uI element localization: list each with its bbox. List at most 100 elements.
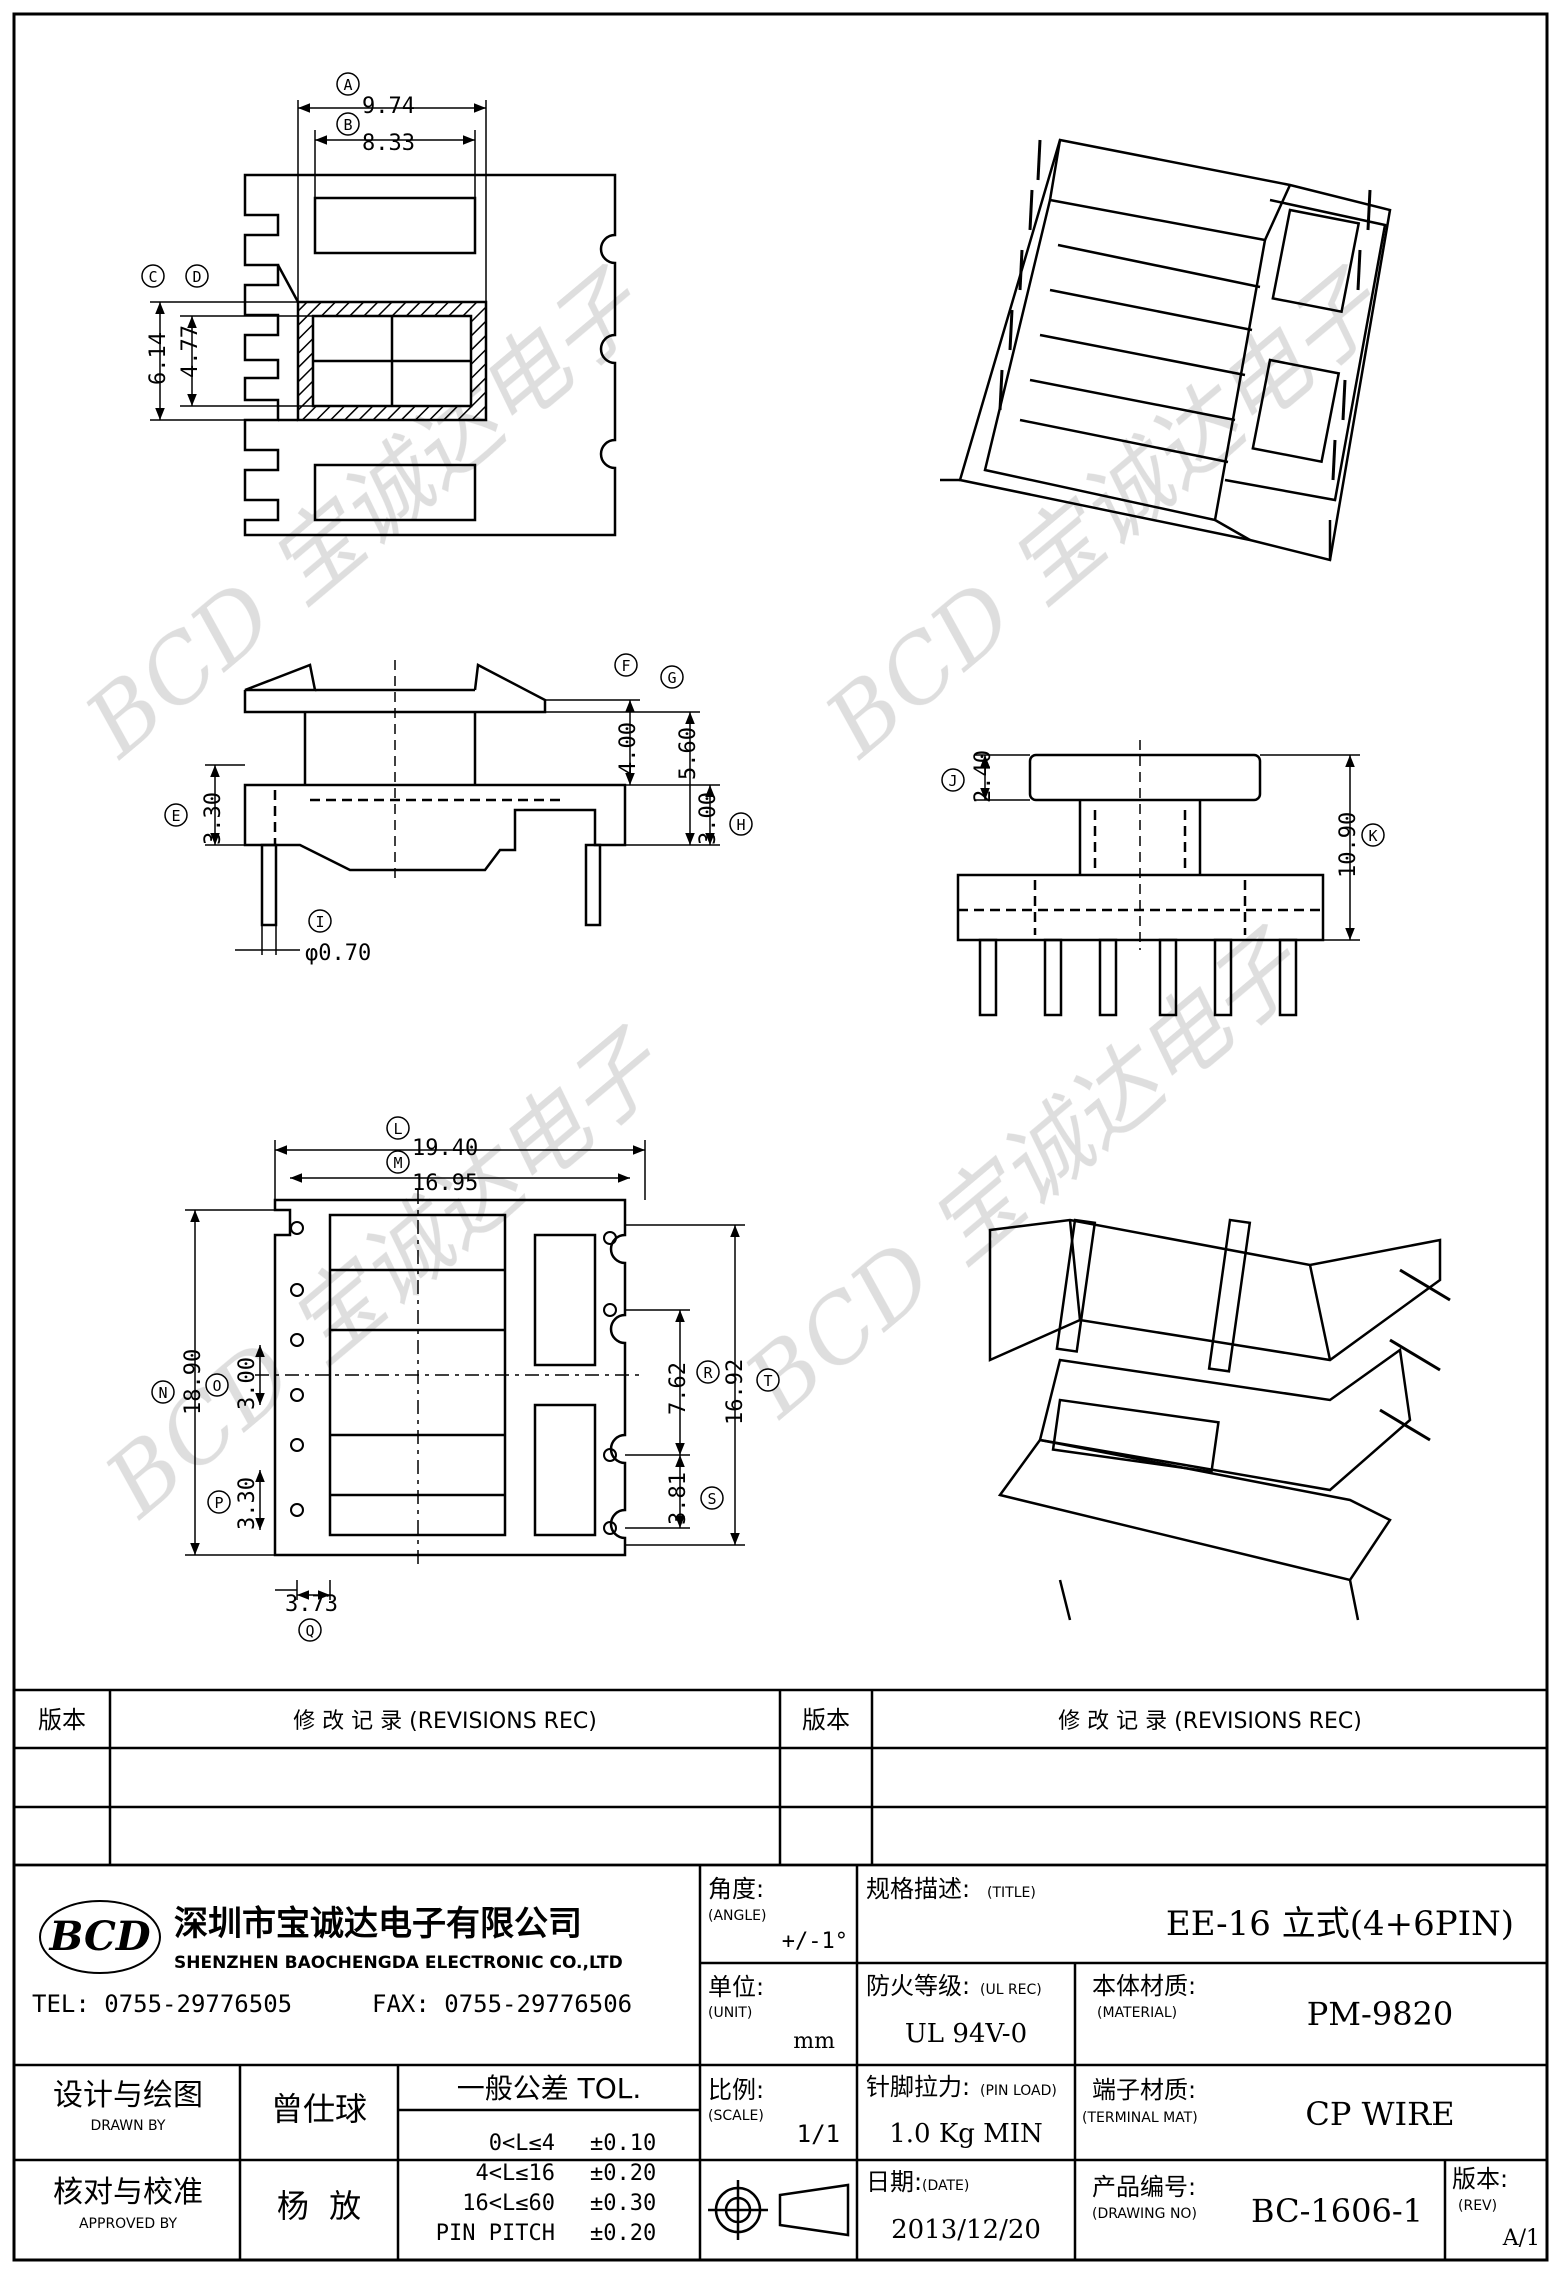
isometric-view-bottom [988, 1218, 1451, 1621]
approver-label: 核对与校准 [53, 2175, 203, 2210]
dimensions-bottom-view [185, 1140, 745, 1600]
rev-header-left: 版本 [38, 1706, 86, 1734]
svg-text:F: F [621, 657, 630, 675]
unit-label: 单位: [708, 1973, 764, 2001]
tol-range: 16<L≤60 [462, 2191, 555, 2216]
rev-header-right: 版本 [802, 1706, 850, 1734]
svg-text:T: T [763, 1372, 772, 1390]
svg-text:10.90: 10.90 [1336, 812, 1361, 878]
tol-value: ±0.10 [590, 2131, 656, 2156]
dim-c: C 6.14 [141, 264, 171, 385]
drawing-value: BC-1606-1 [1251, 2192, 1423, 2230]
svg-text:16.92: 16.92 [723, 1359, 748, 1425]
svg-text:4.00: 4.00 [616, 722, 641, 775]
company-name-en: SHENZHEN BAOCHENGDA ELECTRONIC CO.,LTD [174, 1953, 623, 1973]
svg-text:3.30: 3.30 [201, 792, 226, 845]
unit-sub: (UNIT) [708, 2005, 752, 2021]
company-tel: TEL: 0755-29776505 [32, 1990, 292, 2018]
svg-text:BCD: BCD [48, 1913, 150, 1960]
dim-p: P 3.30 [207, 1477, 260, 1530]
svg-text:N: N [158, 1384, 167, 1402]
svg-text:O: O [212, 1377, 221, 1395]
svg-text:φ0.70: φ0.70 [305, 941, 371, 966]
svg-text:R: R [703, 1364, 713, 1382]
tol-value: ±0.30 [590, 2191, 656, 2216]
tol-range: PIN PITCH [436, 2221, 555, 2246]
drawing-sub: (DRAWING NO) [1092, 2206, 1197, 2222]
dimensions-front-view [205, 699, 720, 955]
svg-text:6.14: 6.14 [146, 332, 171, 385]
unit-value: mm [793, 2029, 835, 2054]
title-value: EE-16 立式(4+6PIN) [1166, 1904, 1514, 1944]
pin-load-label: 针脚拉力: [866, 2073, 970, 2101]
svg-text:9.74: 9.74 [362, 94, 415, 119]
revision-headers: 版本 修 改 记 录 (REVISIONS REC) 版本 修 改 记 录 (R… [38, 1706, 1362, 1734]
spec-fields: 规格描述: (TITLE) EE-16 立式(4+6PIN) 防火等级: (UL… [866, 1875, 1540, 2251]
side-view [956, 740, 1325, 1017]
svg-text:E: E [171, 807, 180, 825]
approver-sub: APPROVED BY [79, 2216, 177, 2232]
dimensions-side-view [975, 754, 1360, 941]
svg-text:BCD 宝诚达电子: BCD 宝诚达电子 [805, 251, 1405, 778]
rev-value: A/1 [1502, 2226, 1540, 2251]
dim-q: Q 3.73 [285, 1592, 338, 1642]
tol-range: 4<L≤16 [476, 2161, 555, 2186]
dim-s: S 3.81 [666, 1472, 724, 1525]
dim-g: G 5.60 [660, 665, 701, 780]
dim-l: L 19.40 [386, 1116, 478, 1161]
dimension-labels: A 9.74 B 8.33 C 6.14 D 4.77 E 3.30 F 4.0… [141, 72, 1385, 1642]
dim-d: D 4.77 [178, 264, 209, 378]
svg-text:4.77: 4.77 [178, 325, 203, 378]
date-sub: (DATE) [922, 2178, 969, 2194]
terminal-value: CP WIRE [1305, 2095, 1454, 2133]
projection-symbol-icon [708, 2180, 850, 2240]
date-label: 日期: [866, 2168, 922, 2196]
terminal-sub: (TERMINAL MAT) [1082, 2110, 1198, 2126]
designer-label: 设计与绘图 [53, 2078, 203, 2113]
svg-text:J: J [948, 772, 957, 790]
svg-text:3.00: 3.00 [696, 792, 721, 845]
bottom-view [255, 1190, 645, 1565]
svg-text:5.60: 5.60 [676, 727, 701, 780]
rev-sub: (REV) [1458, 2198, 1497, 2214]
svg-text:H: H [736, 816, 745, 834]
svg-text:2.40: 2.40 [971, 750, 996, 803]
svg-text:G: G [667, 669, 676, 687]
dim-e: E 3.30 [164, 792, 226, 845]
isometric-view-top [940, 138, 1392, 562]
svg-text:7.62: 7.62 [666, 1362, 691, 1415]
svg-text:S: S [707, 1490, 716, 1508]
company-logo: BCD [39, 1900, 161, 1974]
svg-text:B: B [343, 116, 352, 134]
svg-text:BCD 宝诚达电子: BCD 宝诚达电子 [725, 911, 1325, 1438]
revision-table [12, 1688, 1549, 1867]
pin-load-sub: (PIN LOAD) [980, 2083, 1057, 2099]
dim-n: N 18.90 [151, 1349, 206, 1415]
svg-text:16.95: 16.95 [412, 1171, 478, 1196]
approver-name: 杨 放 [277, 2187, 361, 2225]
dim-j: J 2.40 [941, 750, 996, 803]
dim-o: O 3.00 [205, 1357, 260, 1410]
top-view [150, 173, 617, 537]
scale-label: 比例: [708, 2076, 764, 2104]
ul-sub: (UL REC) [980, 1982, 1042, 1998]
svg-text:18.90: 18.90 [181, 1349, 206, 1415]
dim-k: K 10.90 [1336, 812, 1385, 878]
title-label: 规格描述: [866, 1875, 970, 1903]
pin-load-value: 1.0 Kg MIN [889, 2119, 1043, 2149]
svg-text:3.73: 3.73 [285, 1592, 338, 1617]
sheet-border [12, 12, 1549, 2262]
angle-sub: (ANGLE) [708, 1908, 766, 1924]
svg-text:19.40: 19.40 [412, 1136, 478, 1161]
company-block: BCD 深圳市宝诚达电子有限公司 SHENZHEN BAOCHENGDA ELE… [32, 1900, 632, 2018]
company-name-cn: 深圳市宝诚达电子有限公司 [174, 1904, 582, 1944]
svg-text:3.00: 3.00 [235, 1357, 260, 1410]
svg-text:A: A [343, 76, 352, 94]
tolerance-title: 一般公差 TOL. [457, 2072, 642, 2105]
dim-b: B 8.33 [336, 112, 415, 156]
svg-text:L: L [393, 1120, 402, 1138]
tol-value: ±0.20 [590, 2221, 656, 2246]
angle-unit-scale: 角度: (ANGLE) +/-1° 单位: (UNIT) mm 比例: (SCA… [708, 1875, 848, 2148]
svg-text:I: I [315, 913, 324, 931]
